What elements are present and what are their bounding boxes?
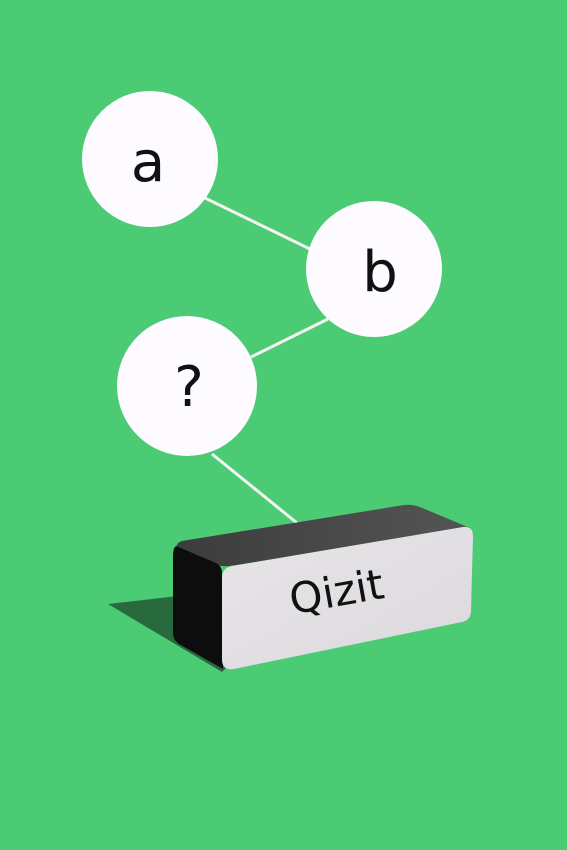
link-unknown-block xyxy=(211,452,298,525)
block-top-face xyxy=(176,504,470,567)
node-circle xyxy=(117,316,257,456)
link-a-b xyxy=(204,196,313,252)
node-label: ? xyxy=(174,355,204,420)
node-a[interactable]: a xyxy=(82,91,218,227)
node-circle xyxy=(82,91,218,227)
node-circle xyxy=(306,201,442,337)
node-b[interactable]: b xyxy=(306,201,442,337)
node-label: b xyxy=(362,240,398,305)
link-b-unknown xyxy=(250,317,329,359)
node-unknown[interactable]: ? xyxy=(117,316,257,456)
block-side-face xyxy=(173,546,223,669)
node-label: a xyxy=(131,130,165,195)
block-front-face xyxy=(222,526,473,670)
qizit-block[interactable]: Qizit xyxy=(173,504,473,670)
